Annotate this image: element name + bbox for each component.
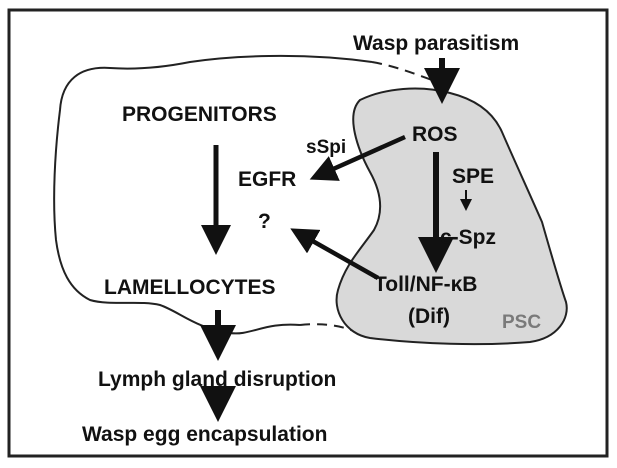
lymph-gland-dashed-bottom (299, 323, 365, 337)
label-dif: (Dif) (408, 305, 450, 328)
label-progenitors: PROGENITORS (122, 103, 277, 126)
label-toll-nfkb: Toll/NF-κB (374, 273, 477, 296)
lymph-gland-dashed-top (371, 61, 433, 81)
label-spe: SPE (452, 165, 494, 188)
arrow-toll-to-question (290, 228, 380, 280)
figure-frame (7, 8, 609, 458)
label-ros: ROS (412, 123, 458, 146)
arrow-ros-to-egfr (309, 134, 406, 181)
label-wasp-egg-encapsulation: Wasp egg encapsulation (82, 423, 327, 446)
label-sspi: sSpi (306, 137, 346, 158)
label-lamellocytes: LAMELLOCYTES (104, 276, 276, 299)
label-wasp-parasitism: Wasp parasitism (353, 32, 519, 55)
label-c-spz: c-Spz (440, 226, 496, 249)
label-question: ? (258, 210, 271, 233)
label-lymph-gland-disruption: Lymph gland disruption (98, 368, 336, 391)
psc-region (335, 87, 568, 346)
label-egfr: EGFR (238, 168, 296, 191)
lymph-gland-outline (53, 54, 373, 335)
label-psc: PSC (502, 312, 541, 333)
